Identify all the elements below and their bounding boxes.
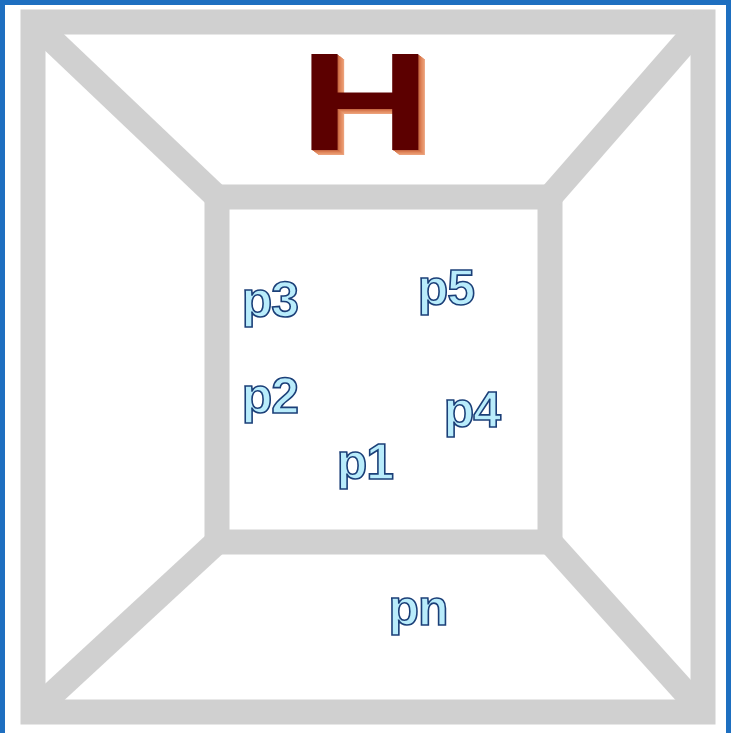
point-label: p2 <box>242 371 298 421</box>
point-label: p3 <box>242 275 298 325</box>
point-label: p5 <box>418 263 474 313</box>
point-label: p1 <box>337 437 393 487</box>
point-label: pn <box>388 583 447 633</box>
letter-h: H <box>299 32 430 172</box>
point-label: p4 <box>444 385 500 435</box>
